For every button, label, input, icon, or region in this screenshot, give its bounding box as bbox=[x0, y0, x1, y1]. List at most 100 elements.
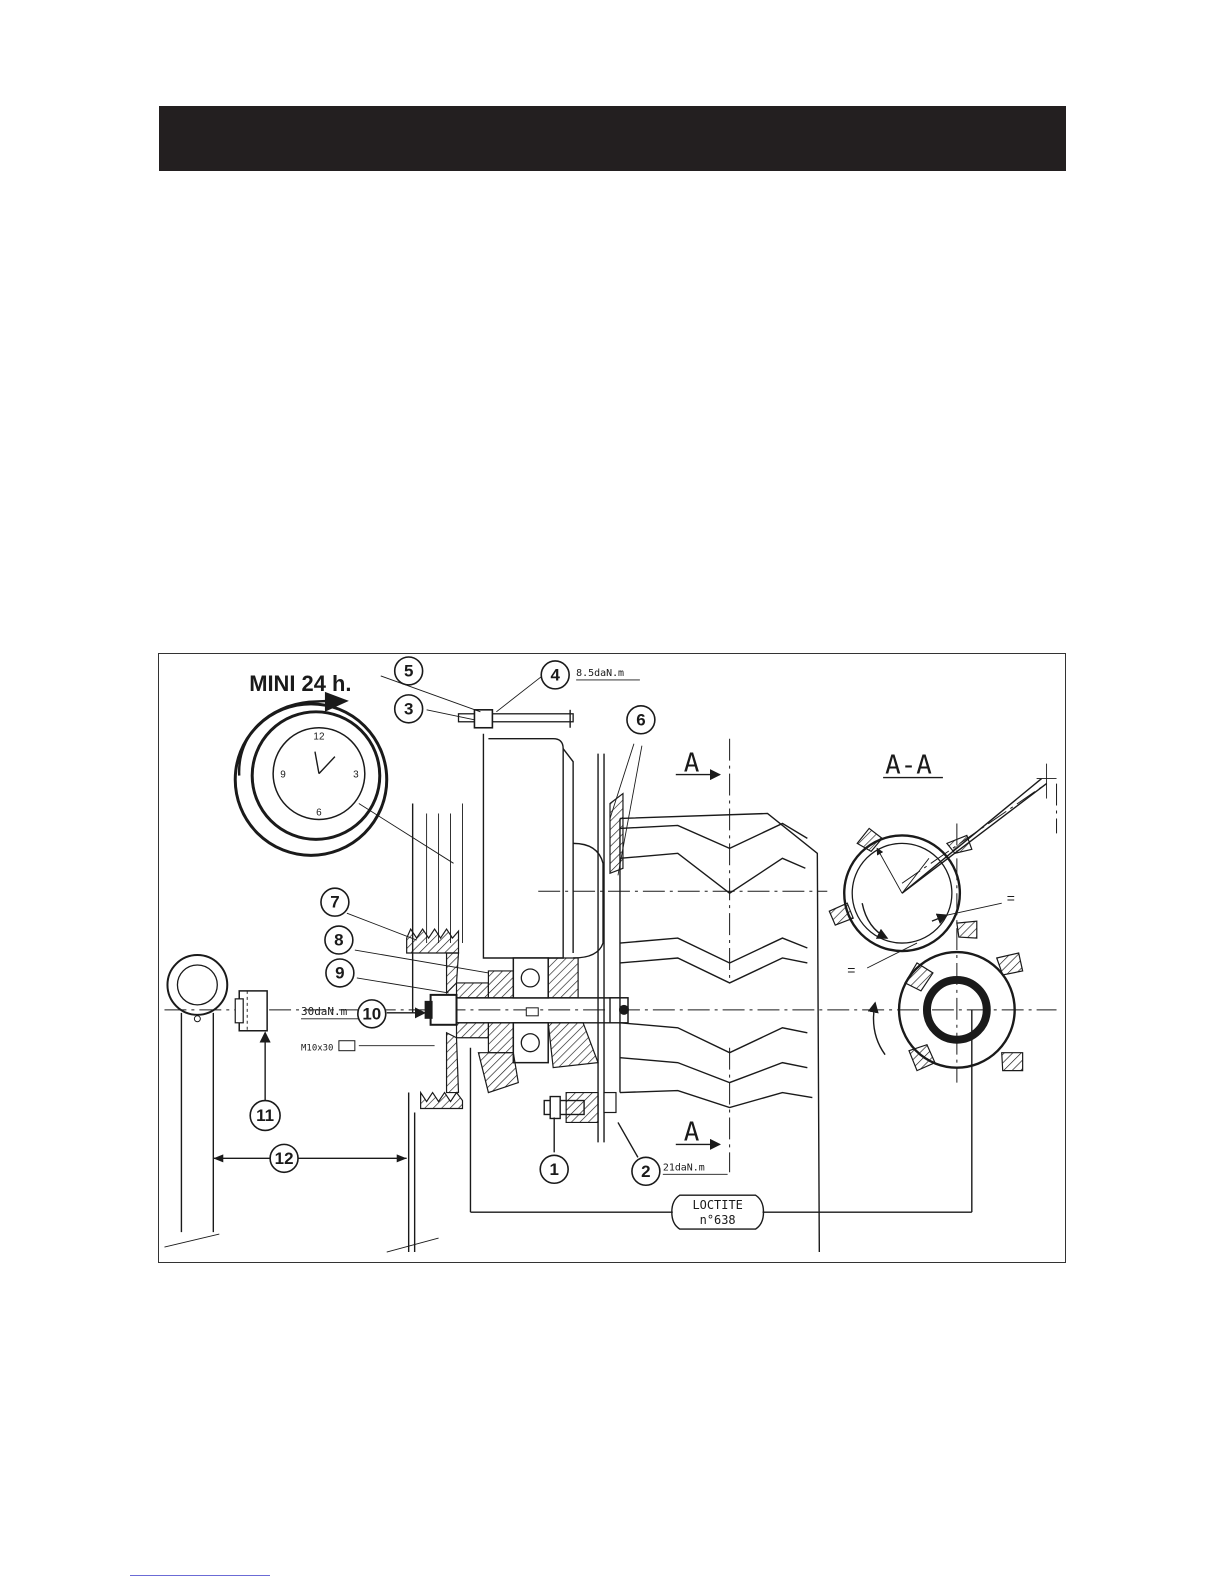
hub-lower-section bbox=[457, 1023, 489, 1038]
callout-6: 6 bbox=[627, 706, 655, 734]
rotor-vane-5 bbox=[620, 1023, 807, 1053]
callout-4-number: 4 bbox=[550, 665, 560, 684]
shaft-nut-10 bbox=[431, 995, 457, 1025]
bolt-2-nut bbox=[604, 1093, 616, 1113]
clock-number-9: 9 bbox=[280, 770, 286, 781]
leader-9 bbox=[357, 978, 449, 993]
eye-inner bbox=[177, 965, 217, 1005]
bearing-cover-upper bbox=[548, 958, 578, 998]
upper-bearing-ball bbox=[521, 969, 539, 987]
callout-7: 7 bbox=[321, 888, 349, 916]
equal-mark-right: = bbox=[1007, 890, 1015, 906]
leader-4 bbox=[496, 676, 542, 712]
eye-arm-group bbox=[164, 955, 227, 1247]
lower-rotor-rotation bbox=[874, 1003, 886, 1055]
upper-rotor-rotation bbox=[862, 903, 887, 938]
loctite-line1: LOCTITE bbox=[692, 1198, 742, 1212]
eye-pin bbox=[194, 1016, 200, 1022]
callout-10-number: 10 bbox=[362, 1004, 381, 1023]
housing-side bbox=[563, 749, 573, 953]
loctite-line2: n°638 bbox=[700, 1213, 736, 1227]
rotor-vane-7 bbox=[620, 1091, 812, 1108]
equal-leader bbox=[867, 943, 917, 968]
lower-bearing-ball bbox=[521, 1034, 539, 1052]
upper-rotor-tooth-1 bbox=[857, 828, 882, 851]
lower-rotor-tooth-1 bbox=[905, 963, 933, 991]
pulley-part-7 bbox=[387, 929, 463, 1252]
rotor-vane-2 bbox=[620, 853, 805, 893]
callout-1-number: 1 bbox=[549, 1160, 558, 1179]
callout-4: 4 bbox=[541, 661, 569, 689]
clock-number-12: 12 bbox=[313, 732, 325, 743]
callout-3: 3 bbox=[395, 695, 423, 723]
section-header-bar bbox=[159, 106, 1066, 171]
section-title-aa: A-A bbox=[885, 751, 932, 781]
rotor-vane-4 bbox=[620, 958, 807, 983]
mini-24h-label: MINI 24 h. bbox=[249, 671, 351, 696]
section-marker-a-bottom: A bbox=[684, 1117, 700, 1147]
bolt-spec-label: M10x30 bbox=[301, 1044, 333, 1054]
housing-flange-upper bbox=[488, 971, 513, 998]
upper-rotor-inner bbox=[852, 843, 952, 943]
equal-mark-left: = bbox=[847, 962, 855, 978]
assembly-diagram: MINI 24 h. 12 3 6 9 bbox=[158, 653, 1066, 1263]
bearing-spacer bbox=[526, 1008, 538, 1016]
callout-3-number: 3 bbox=[404, 699, 413, 718]
leader-7 bbox=[347, 913, 417, 940]
dimension-12-arrow-right bbox=[397, 1154, 407, 1162]
callout-12-number: 12 bbox=[275, 1149, 294, 1168]
callout-6-number: 6 bbox=[636, 710, 645, 729]
rotor-side-view bbox=[620, 813, 819, 1252]
clock-number-6: 6 bbox=[316, 807, 322, 818]
callout-11: 11 bbox=[250, 1101, 280, 1131]
callout-7-number: 7 bbox=[330, 893, 339, 912]
callout-12: 12 bbox=[270, 1144, 298, 1172]
pulley-web-lower bbox=[447, 1033, 459, 1093]
gasket-6-upper bbox=[610, 794, 623, 874]
shaft-nut-washer bbox=[425, 1001, 433, 1019]
torque-21-label: 21daN.m bbox=[663, 1162, 705, 1173]
pulley-hub-lower bbox=[478, 1053, 518, 1093]
lower-rotor-tooth-4 bbox=[1002, 1053, 1023, 1071]
pulley-bottom-grooves bbox=[421, 1093, 463, 1109]
callout-9: 9 bbox=[326, 959, 354, 987]
bolt-1-flange bbox=[566, 1093, 598, 1123]
torque-30-label: 30daN.m bbox=[301, 1005, 348, 1018]
loctite-callout: LOCTITE n°638 bbox=[470, 1048, 971, 1229]
assembly-drawing-svg: MINI 24 h. 12 3 6 9 bbox=[159, 654, 1065, 1262]
clock-number-3: 3 bbox=[353, 770, 359, 781]
callout-11-number: 11 bbox=[256, 1106, 274, 1125]
eye-outer bbox=[167, 955, 227, 1015]
clock-group: MINI 24 h. 12 3 6 9 bbox=[235, 671, 453, 863]
section-view-rotor: = = bbox=[829, 764, 1056, 1213]
callout-5-number: 5 bbox=[404, 661, 413, 680]
section-marker-top: A bbox=[676, 749, 720, 779]
footnote-rule bbox=[130, 1575, 270, 1576]
callout-2-number: 2 bbox=[641, 1162, 650, 1181]
coupling-part-11 bbox=[235, 991, 267, 1101]
rotor-outline-right bbox=[620, 813, 819, 1252]
diag-line-2 bbox=[902, 779, 1042, 894]
leader-2 bbox=[618, 1122, 638, 1157]
housing-outline bbox=[483, 734, 563, 958]
bolt-1-head bbox=[550, 1097, 560, 1119]
callout-1: 1 bbox=[540, 1155, 568, 1183]
callout-10: 10 bbox=[358, 1000, 386, 1028]
upper-rotor-tooth-4 bbox=[957, 921, 977, 938]
section-marker-bottom: A bbox=[676, 1117, 720, 1147]
upper-rotor-radius bbox=[877, 848, 902, 893]
grub-screw bbox=[339, 1041, 355, 1051]
callout-9-number: 9 bbox=[335, 963, 344, 982]
hub-upper-section bbox=[457, 983, 489, 998]
arm-break-line bbox=[164, 1234, 219, 1247]
housing-flange-lower bbox=[488, 1023, 513, 1053]
callout-2: 2 bbox=[632, 1157, 660, 1185]
coupling-hub bbox=[235, 999, 243, 1023]
frame-break-line bbox=[387, 1238, 439, 1252]
gap-leader bbox=[947, 903, 1002, 915]
rotor-vane-1 bbox=[620, 823, 807, 848]
callout-8: 8 bbox=[325, 926, 353, 954]
callout-5: 5 bbox=[395, 657, 423, 685]
callout-8-number: 8 bbox=[334, 931, 343, 950]
upper-rotor-tooth-3 bbox=[829, 903, 853, 925]
